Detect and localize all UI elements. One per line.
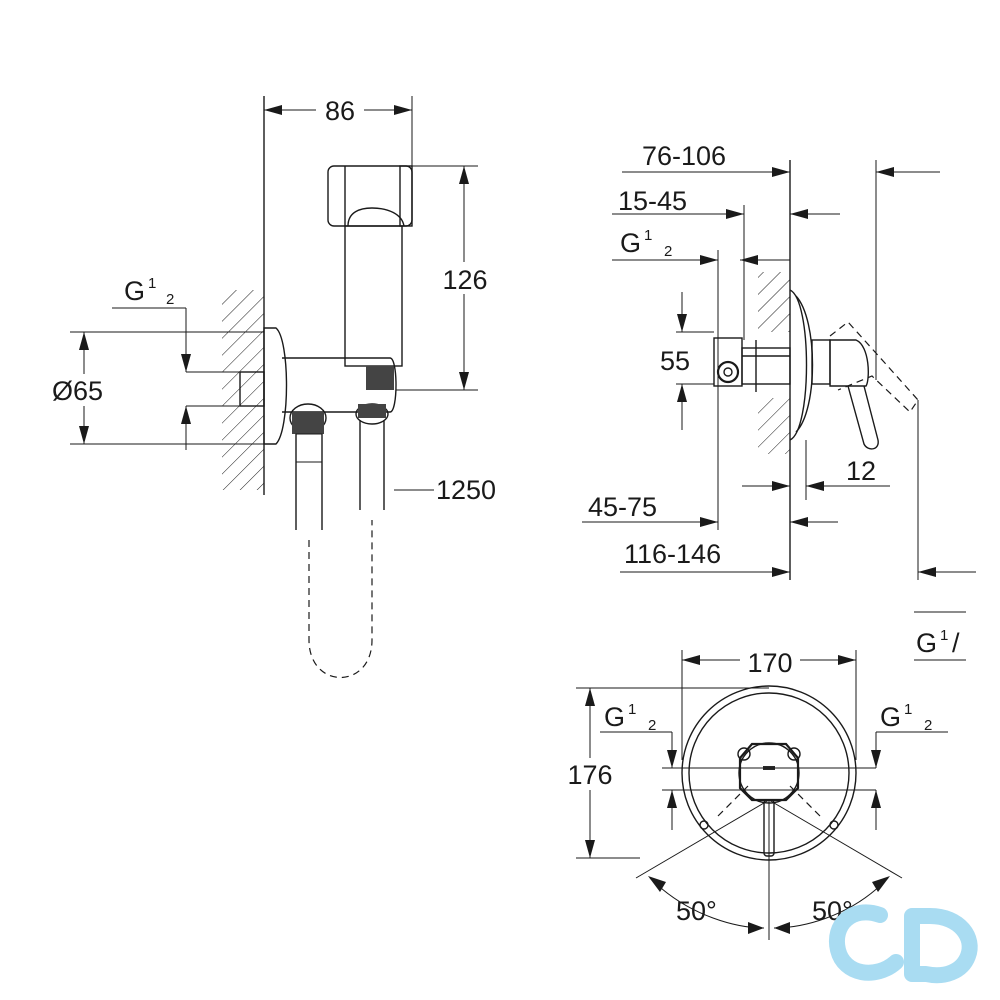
- handshower-head: [327, 165, 413, 390]
- dim-116-146-label: 116-146: [624, 539, 721, 569]
- svg-text:G: G: [620, 228, 641, 258]
- dim-76-106-label: 76-106: [642, 141, 726, 171]
- svg-text:G: G: [124, 276, 145, 306]
- thread-label-left: G 1 2: [112, 275, 240, 450]
- svg-text:1: 1: [904, 701, 912, 718]
- svg-text:1: 1: [148, 275, 156, 292]
- svg-text:1: 1: [644, 227, 652, 244]
- svg-text:1: 1: [628, 701, 636, 718]
- diameter-dimension: Ø65: [50, 331, 264, 445]
- height-176-label: 176: [567, 760, 612, 790]
- svg-text:G: G: [880, 702, 901, 732]
- front-view: 170 176 G 1 2: [560, 644, 948, 940]
- dim-45-75-label: 45-75: [588, 492, 657, 522]
- svg-text:G: G: [604, 702, 625, 732]
- wall-holder: [239, 327, 397, 445]
- dim-12-label: 12: [846, 456, 876, 486]
- left-view: 86 126: [50, 94, 496, 678]
- svg-text:G: G: [916, 628, 937, 658]
- dim-15-45-label: 15-45: [618, 186, 687, 216]
- brand-logo: [828, 904, 978, 984]
- wall-hatch-left: [222, 290, 264, 490]
- svg-text:1: 1: [940, 627, 948, 644]
- angle-left-label: 50°: [676, 896, 717, 926]
- svg-text:/: /: [952, 628, 960, 658]
- width-170-label: 170: [747, 648, 792, 678]
- right-view: 76-106 15-45 G 1 2: [582, 141, 976, 661]
- svg-text:2: 2: [924, 717, 932, 734]
- diameter-65-label: Ø65: [52, 376, 103, 406]
- svg-text:2: 2: [166, 291, 174, 308]
- hose-length-1250-label: 1250: [436, 475, 496, 505]
- height-126-label: 126: [442, 265, 487, 295]
- dim-55-label: 55: [660, 346, 690, 376]
- hose: [295, 420, 385, 678]
- svg-text:2: 2: [664, 243, 672, 260]
- svg-text:2: 2: [648, 717, 656, 734]
- mixer-body-side: [713, 289, 919, 450]
- width-86-label: 86: [325, 96, 355, 126]
